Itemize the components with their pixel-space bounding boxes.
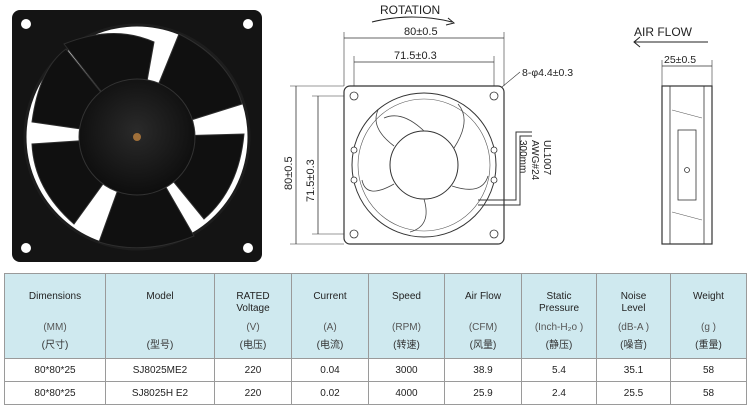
wire-spec-3: 300mm xyxy=(517,140,528,173)
header-current: Current (A) (电流) xyxy=(291,273,369,359)
rotation-label: ROTATION xyxy=(380,3,440,17)
cell-model: SJ8025ME2 xyxy=(105,358,215,382)
wire-spec-1: UL1007 xyxy=(541,140,552,175)
cell-speed: 3000 xyxy=(368,358,445,382)
cell-noise: 25.5 xyxy=(596,381,671,405)
cell-voltage: 220 xyxy=(214,358,292,382)
cell-weight: 58 xyxy=(670,381,747,405)
cell-airflow: 38.9 xyxy=(444,358,522,382)
cell-speed: 4000 xyxy=(368,381,445,405)
table-row: 80*80*25 SJ8025ME2 220 0.04 3000 38.9 5.… xyxy=(4,358,747,382)
front-view-drawing: ROTATION 80±0.5 71.5±0.3 8-φ4.4±0.3 80±0… xyxy=(282,0,612,272)
wire-spec-2: AWG#24 xyxy=(529,140,540,181)
cell-static-pressure: 2.4 xyxy=(521,381,597,405)
dim-height-outer: 80±0.5 xyxy=(283,156,295,190)
header-model: Model (型号) xyxy=(105,273,215,359)
cell-weight: 58 xyxy=(670,358,747,382)
header-speed: Speed (RPM) (转速) xyxy=(368,273,445,359)
cell-dimensions: 80*80*25 xyxy=(4,381,106,405)
cell-static-pressure: 5.4 xyxy=(521,358,597,382)
dim-holes: 8-φ4.4±0.3 xyxy=(522,67,573,79)
dim-height-inner: 71.5±0.3 xyxy=(305,159,317,202)
cell-current: 0.04 xyxy=(291,358,369,382)
header-dimensions: Dimensions (MM) (尺寸) xyxy=(4,273,106,359)
cell-current: 0.02 xyxy=(291,381,369,405)
cell-noise: 35.1 xyxy=(596,358,671,382)
side-view-drawing: AIR FLOW 25±0.5 xyxy=(620,0,746,272)
header-airflow: Air Flow (CFM) (风量) xyxy=(444,273,522,359)
airflow-label: AIR FLOW xyxy=(634,25,693,39)
dim-width-inner: 71.5±0.3 xyxy=(394,50,437,62)
table-row: 80*80*25 SJ8025H E2 220 0.02 4000 25.9 2… xyxy=(4,381,747,405)
cell-model: SJ8025H E2 xyxy=(105,381,215,405)
cell-airflow: 25.9 xyxy=(444,381,522,405)
dim-width-outer: 80±0.5 xyxy=(404,26,438,38)
fan-photo xyxy=(4,4,272,270)
header-weight: Weight (g ) (重量) xyxy=(670,273,747,359)
cell-dimensions: 80*80*25 xyxy=(4,358,106,382)
dim-depth: 25±0.5 xyxy=(664,54,696,66)
cell-voltage: 220 xyxy=(214,381,292,405)
